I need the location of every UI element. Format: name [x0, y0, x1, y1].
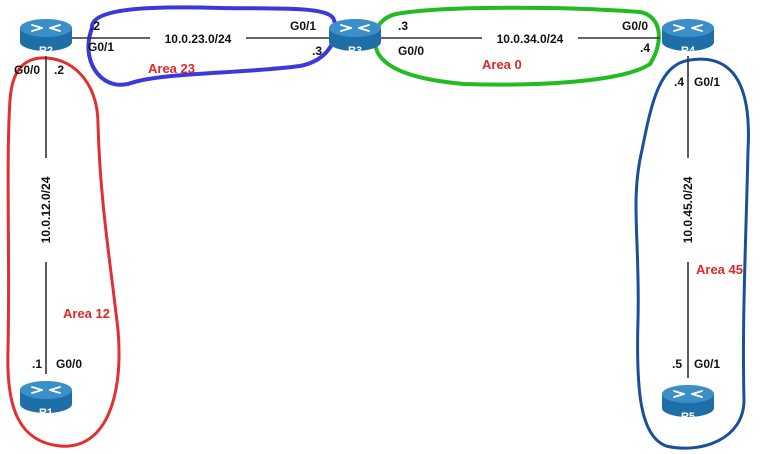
router-r4: R4 — [661, 18, 715, 57]
if-r1-g00: G0/0 — [56, 357, 82, 371]
router-r2: R2 — [19, 18, 73, 57]
area-23-label: Area 23 — [148, 61, 195, 76]
ip-r3-g00: .3 — [398, 19, 408, 33]
if-r3-g01: G0/1 — [290, 19, 316, 33]
router-label: R2 — [39, 45, 53, 57]
if-r5-g01: G0/1 — [694, 357, 720, 371]
if-r2-g01: G0/1 — [88, 40, 114, 54]
subnet-r3-r4: 10.0.34.0/24 — [497, 32, 564, 46]
router-label: R3 — [348, 45, 362, 57]
router-r1: R1 — [19, 380, 73, 419]
ip-r1-g00: .1 — [32, 357, 42, 371]
router-label: R5 — [681, 411, 695, 423]
router-label: R4 — [681, 45, 696, 57]
if-r3-g00: G0/0 — [398, 44, 424, 58]
ip-r4-g01: .4 — [674, 75, 684, 89]
if-r4-g00: G0/0 — [622, 19, 648, 33]
router-r5: R5 — [661, 384, 715, 423]
area-0-outline — [373, 5, 661, 87]
area-45-outline — [634, 57, 750, 450]
area-45-label: Area 45 — [696, 262, 743, 277]
ip-r2-g01: .2 — [90, 19, 100, 33]
subnet-r2-r3: 10.0.23.0/24 — [165, 32, 232, 46]
subnet-r2-r1: 10.0.12.0/24 — [39, 176, 53, 243]
if-r4-g01: G0/1 — [694, 75, 720, 89]
router-r3: R3 — [328, 18, 382, 57]
area-0-label: Area 0 — [482, 57, 522, 72]
subnet-r4-r5: 10.0.45.0/24 — [681, 176, 695, 243]
area-12-outline — [6, 56, 121, 448]
ip-r2-g00: .2 — [54, 63, 64, 77]
ip-r5-g01: .5 — [672, 357, 682, 371]
area-12-label: Area 12 — [63, 306, 110, 321]
if-r2-g00: G0/0 — [14, 63, 40, 77]
router-label: R1 — [39, 407, 53, 419]
ip-r3-g01: .3 — [312, 44, 322, 58]
ip-r4-g00: .4 — [640, 41, 650, 55]
